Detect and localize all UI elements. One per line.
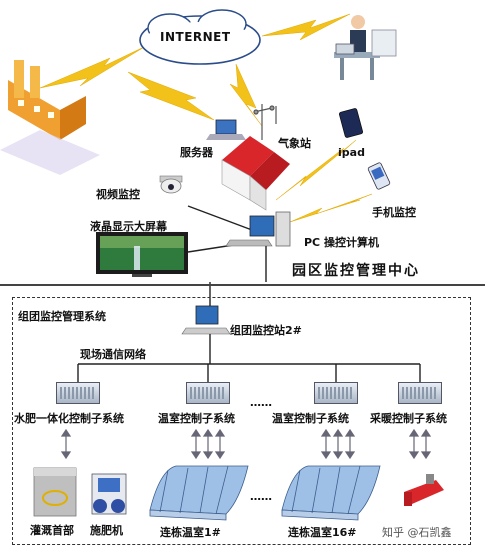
laptop-icon <box>206 119 246 140</box>
lightning-links <box>39 13 373 223</box>
irrigation-head-label: 灌溉首部 <box>30 524 74 537</box>
lcd-screen-label: 液晶显示大屏幕 <box>90 220 167 233</box>
group-station-label: 组团监控站2# <box>230 324 302 337</box>
greenhouse-16-icon <box>281 465 381 521</box>
subsystem-rack-2 <box>186 382 230 404</box>
pc-control-label: PC 操控计算机 <box>304 236 379 249</box>
subsystem-label-1: 水肥一体化控制子系统 <box>14 412 124 425</box>
separator-line <box>0 284 485 286</box>
subsystem-label-2: 温室控制子系统 <box>158 412 235 425</box>
ipad-label: ipad <box>338 146 365 159</box>
internet-label: INTERNET <box>160 30 231 44</box>
park-center-title: 园区监控管理中心 <box>292 263 420 279</box>
fertilizer-machine-icon <box>91 473 127 515</box>
mobile-monitor-label: 手机监控 <box>372 206 416 219</box>
ellipsis-bottom: …… <box>250 490 272 503</box>
pc-workstation-icon <box>225 211 291 247</box>
greenhouse-1-label: 连栋温室1# <box>160 526 221 539</box>
watermark-text: 知乎 @石凯鑫 <box>382 526 452 539</box>
group-station-pc-icon <box>181 305 231 335</box>
control-house-icon <box>221 136 290 211</box>
weather-station-label: 气象站 <box>278 137 311 150</box>
lcd-screen-icon <box>96 232 188 277</box>
double-arrows <box>60 428 432 460</box>
dome-camera-icon <box>159 175 183 194</box>
group-system-box <box>12 297 471 545</box>
subsystem-label-3: 温室控制子系统 <box>272 412 349 425</box>
greenhouse-1-icon <box>149 465 249 521</box>
weather-station-icon <box>253 104 277 140</box>
office-user-icon <box>334 15 397 80</box>
factory-icon <box>0 60 100 175</box>
subsystem-rack-3 <box>314 382 358 404</box>
group-system-label: 组团监控管理系统 <box>18 310 106 323</box>
internet-cloud-shape <box>139 9 261 65</box>
server-label: 服务器 <box>180 146 213 159</box>
subsystem-label-4: 采暖控制子系统 <box>370 412 447 425</box>
ellipsis-mid: …… <box>250 396 272 409</box>
subsystem-rack-4 <box>398 382 442 404</box>
irrigation-head-icon <box>33 467 77 517</box>
video-monitor-label: 视频监控 <box>96 188 140 201</box>
mobile-phone-icon <box>367 162 391 190</box>
heating-unit-icon <box>404 474 444 506</box>
field-network-label: 现场通信网络 <box>80 348 146 361</box>
greenhouse-16-label: 连栋温室16# <box>288 526 357 539</box>
fertilizer-label: 施肥机 <box>90 524 123 537</box>
ipad-icon <box>338 108 364 138</box>
subsystem-rack-1 <box>56 382 100 404</box>
